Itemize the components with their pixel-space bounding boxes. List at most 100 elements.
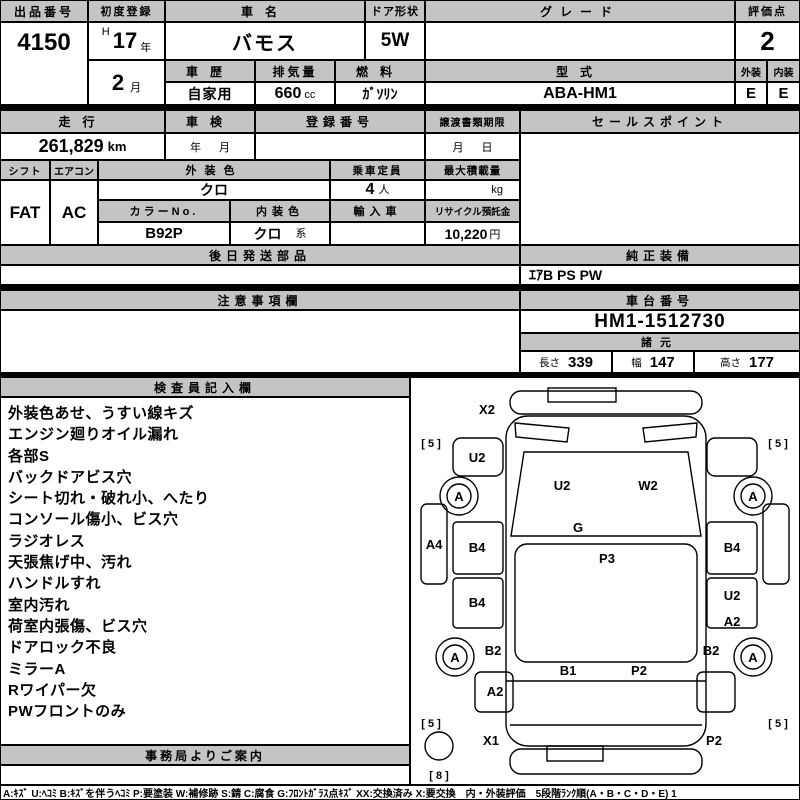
width-label: 幅 bbox=[631, 356, 642, 369]
registration-value-empty bbox=[255, 133, 425, 160]
inspector-note: コンソール傷小、ビス穴 bbox=[8, 511, 179, 529]
recycle-fee-unit: 円 bbox=[489, 228, 501, 241]
inspector-note: シート切れ・破れ小、へたり bbox=[8, 490, 210, 508]
damage-mark: U2 bbox=[469, 450, 486, 465]
aircon-value: AC bbox=[61, 202, 87, 222]
legend-bar: A:ｷｽﾞ U:ﾍｺﾐ B:ｷｽﾞを伴うﾍｺﾐ P:要塗装 W:補修跡 S:錆 … bbox=[0, 785, 800, 800]
office-info-header: 事務局よりご案内 bbox=[0, 745, 410, 765]
inspector-note: 天張焦げ中、汚れ bbox=[8, 554, 133, 572]
first-reg-year-cell: H 17 年 bbox=[88, 22, 165, 60]
inspection-month-suffix: 月 bbox=[219, 141, 230, 154]
displacement-header: 排気量 bbox=[255, 60, 335, 82]
exhibit-no-text: 4150 bbox=[17, 29, 71, 56]
history-value: 自家用 bbox=[187, 85, 233, 102]
damage-mark: X2 bbox=[479, 402, 495, 417]
chassis-no-header: 車台番号 bbox=[520, 290, 800, 310]
car-name-header: 車名 bbox=[165, 0, 365, 22]
legend-text: A:ｷｽﾞ U:ﾍｺﾐ B:ｷｽﾞを伴うﾍｺﾐ P:要塗装 W:補修跡 S:錆 … bbox=[3, 789, 677, 800]
car-name-value: バモス bbox=[232, 32, 298, 55]
height-value: 177 bbox=[748, 353, 775, 371]
damage-mark: P2 bbox=[631, 663, 647, 678]
year-suffix: 年 bbox=[140, 42, 152, 54]
length-cell: 長さ 339 bbox=[520, 351, 612, 373]
mileage-value: 261,829 bbox=[38, 136, 104, 156]
notice-box bbox=[0, 310, 520, 373]
inspection-year-suffix: 年 bbox=[190, 141, 201, 154]
right-window-panel bbox=[706, 437, 758, 477]
recycle-cell: 10,220 円 bbox=[425, 222, 520, 245]
mileage-unit: km bbox=[107, 139, 127, 154]
exhibit-no-value: 4150 bbox=[0, 22, 88, 105]
model-code-header: 型式 bbox=[425, 60, 735, 82]
recycle-header: リサイクル預託金 bbox=[425, 200, 520, 222]
color-no-value: B92P bbox=[145, 225, 183, 242]
chassis-no-value: HM1-1512730 bbox=[594, 310, 726, 332]
damage-mark: A bbox=[454, 489, 464, 504]
transfer-day-suffix: 日 bbox=[481, 141, 493, 154]
month-suffix: 月 bbox=[130, 82, 142, 94]
interior-grade-value: E bbox=[778, 85, 789, 102]
first-reg-header: 初度登録 bbox=[88, 0, 165, 22]
fuel-value: ｶﾞｿﾘﾝ bbox=[362, 85, 398, 102]
max-load-unit: kg bbox=[491, 184, 503, 196]
genuine-equipment-value: ｴｱB PS PW bbox=[529, 267, 603, 283]
rear-bumper bbox=[509, 748, 703, 775]
height-cell: 高さ 177 bbox=[694, 351, 800, 373]
inspector-header: 検査員記入欄 bbox=[0, 377, 410, 397]
inspector-note: エンジン廻りオイル漏れ bbox=[8, 426, 179, 444]
door-shape-header: ドア形状 bbox=[365, 0, 425, 22]
notice-header: 注意事項欄 bbox=[0, 290, 520, 310]
grade-header: グレード bbox=[425, 0, 735, 22]
transfer-doc-value-cell: 月 日 bbox=[425, 133, 520, 160]
width-cell: 幅 147 bbox=[612, 351, 694, 373]
roof-panel bbox=[514, 543, 698, 663]
inspection-header: 車検 bbox=[165, 110, 255, 133]
damage-mark: A2 bbox=[724, 614, 741, 629]
int-color-value: クロ bbox=[253, 225, 282, 242]
damage-mark: B1 bbox=[560, 663, 577, 678]
damage-mark: U2 bbox=[554, 478, 571, 493]
length-label: 長さ bbox=[538, 356, 560, 369]
mileage-cell: 261,829 km bbox=[0, 133, 165, 160]
damage-mark: [ 5 ] bbox=[768, 438, 788, 450]
mileage-header: 走行 bbox=[0, 110, 165, 133]
inspector-note: PWフロントのみ bbox=[8, 703, 127, 721]
recycle-fee-value: 10,220 bbox=[444, 225, 488, 242]
model-code-value: ABA-HM1 bbox=[543, 84, 617, 102]
shift-header: シフト bbox=[0, 160, 50, 180]
width-value: 147 bbox=[649, 353, 675, 371]
inspector-note: 外装色あせ、うすい線キズ bbox=[8, 405, 195, 422]
left-rocker-panel bbox=[420, 503, 448, 585]
displacement-cell: 660 cc bbox=[255, 82, 335, 105]
car-body-outline bbox=[505, 415, 707, 747]
damage-mark: [ 5 ] bbox=[421, 718, 441, 730]
damage-mark: G bbox=[573, 520, 583, 535]
import-header: 輸入車 bbox=[330, 200, 425, 222]
right-rear-door-panel bbox=[706, 577, 758, 629]
damage-mark: B2 bbox=[703, 643, 720, 658]
grade-value-empty bbox=[425, 22, 735, 60]
dimensions-header: 諸元 bbox=[520, 333, 800, 351]
inspector-note: ミラーA bbox=[8, 660, 66, 678]
damage-mark: A bbox=[450, 650, 460, 665]
inspection-value-cell: 年 月 bbox=[165, 133, 255, 160]
damage-mark: A4 bbox=[426, 537, 443, 552]
inspector-note: バックドアビス穴 bbox=[8, 468, 133, 486]
transfer-doc-header: 譲渡書類期限 bbox=[425, 110, 520, 133]
first-reg-year: 17 bbox=[112, 28, 138, 53]
displacement-unit: cc bbox=[304, 89, 316, 101]
ext-color-header: 外装色 bbox=[98, 160, 330, 180]
left-quarter-panel bbox=[474, 671, 514, 713]
damage-mark: B4 bbox=[469, 540, 486, 555]
windshield bbox=[510, 451, 702, 537]
damage-mark: [ 8 ] bbox=[429, 770, 449, 782]
transfer-month-suffix: 月 bbox=[452, 141, 464, 154]
wheel-rear-right bbox=[733, 637, 773, 677]
interior-header: 内装 bbox=[767, 60, 800, 82]
exterior-grade-value: E bbox=[745, 85, 756, 102]
capacity-cell: 4 人 bbox=[330, 180, 425, 200]
